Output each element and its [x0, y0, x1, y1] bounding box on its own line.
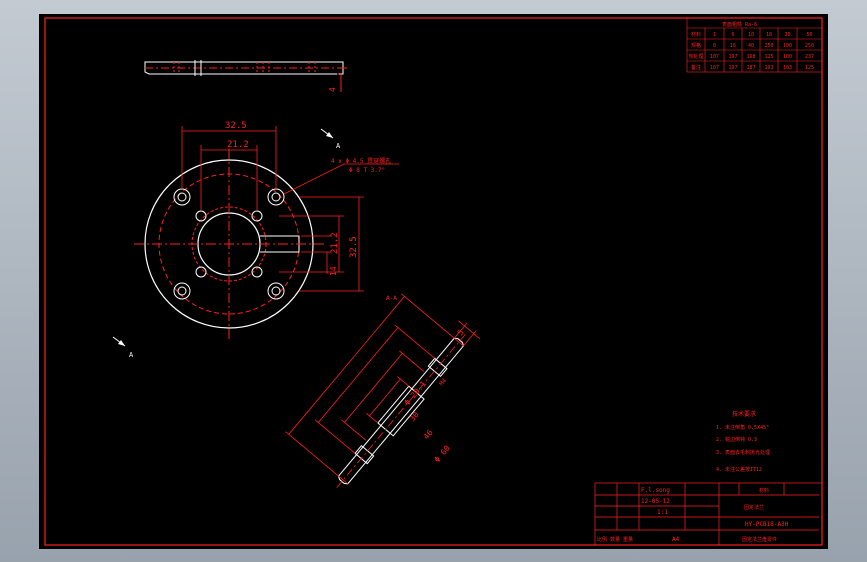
table-cell: 107: [710, 65, 719, 71]
dim-outer-spacing: 32.5: [225, 121, 247, 131]
tb-scale: 1:1: [657, 509, 668, 516]
view-label-a-top: A: [336, 142, 341, 150]
tb-material-label: 材料: [759, 487, 769, 494]
table-header-cell: 18: [766, 32, 772, 38]
table-cell: 100: [783, 43, 792, 49]
table-cell: 100: [783, 54, 792, 60]
table-cell: 103: [783, 65, 792, 71]
table-row-label: 材料: [691, 31, 701, 38]
table-cell: 198: [746, 54, 755, 60]
section-dim-b: 30: [408, 410, 421, 423]
flange-outer-circle: [144, 159, 314, 329]
section-dim-e: M4: [438, 377, 448, 387]
table-title: 表面粗糙 Ra-6: [722, 21, 757, 28]
side-view: [144, 60, 347, 92]
title-block: [594, 482, 823, 546]
table-cell: 197: [728, 54, 737, 60]
table-cell: 125: [805, 65, 814, 71]
tb-part-name: 固定法兰: [744, 504, 764, 511]
section-dim-d: Φ 60: [433, 444, 452, 465]
hole-note-sub: Φ 8 T 3.7°: [349, 167, 385, 174]
dim-right-large: 32.5: [349, 236, 359, 258]
table-row-label: 备注: [691, 64, 701, 71]
view-arrow-left: [112, 336, 126, 347]
table-cell: 107: [710, 54, 719, 60]
table-header-cell: 50: [806, 32, 812, 38]
dim-right-tiny: 14: [329, 266, 338, 276]
section-dim-top: 5: [456, 328, 466, 338]
table-cell: 197: [728, 65, 737, 71]
view-label-a-left: A: [129, 351, 134, 359]
surface-table: [686, 17, 823, 73]
note-item-4: 4. 未注公差按IT12: [716, 466, 762, 473]
dim-inner-spacing: 21.2: [227, 140, 249, 150]
tb-company: 固定法兰盘零件: [742, 536, 777, 543]
tb-sheet-label: 比例 数量 重量: [597, 536, 633, 543]
table-row-label: 规格: [691, 42, 701, 49]
view-arrow-top: [320, 128, 334, 139]
table-cell: 193: [764, 65, 773, 71]
table-row-label: 热处理: [688, 53, 703, 60]
note-item-3: 3. 表面去毛刺抛光处理: [716, 449, 770, 456]
note-item-2: 2. 锐边倒钝 0.3: [716, 436, 757, 443]
table-cell: 250: [764, 43, 773, 49]
section-label: A-A: [386, 295, 397, 302]
table-cell: 125: [764, 54, 773, 60]
table-header-cell: 1: [713, 32, 716, 38]
table-header-cell: 6: [731, 32, 734, 38]
hole-note: 4 x Φ 4.5 贯穿螺孔: [331, 157, 391, 165]
section-dim-c: 46: [422, 428, 435, 441]
cad-drawing: 4: [44, 17, 823, 546]
dim-right-small: 21.2: [330, 232, 340, 254]
tb-drawing-no: HY-PCB18-A3H: [745, 521, 789, 528]
side-thickness-dim: 4: [328, 87, 337, 92]
table-cell: 237: [805, 54, 814, 60]
section-view: [285, 293, 481, 488]
table-cell: 187: [746, 65, 755, 71]
tb-paper: A4: [672, 536, 680, 543]
table-cell: 250: [805, 43, 814, 49]
table-header-cell: 30: [784, 32, 790, 38]
tb-designer: F.l.song: [641, 487, 670, 494]
notes-title: 技术要求: [732, 410, 756, 418]
drawing-canvas[interactable]: 4: [39, 14, 828, 549]
table-cell: 0: [713, 43, 716, 49]
drawing-border: [44, 17, 823, 546]
tb-date: 12-05-12: [641, 498, 670, 505]
table-cell: 16: [730, 43, 736, 49]
front-view: [134, 149, 324, 339]
table-cell: 40: [748, 43, 754, 49]
table-header-cell: 10: [748, 32, 754, 38]
front-dimensions: [181, 126, 399, 292]
note-item-1: 1. 未注倒角 0.5X45°: [716, 424, 769, 431]
